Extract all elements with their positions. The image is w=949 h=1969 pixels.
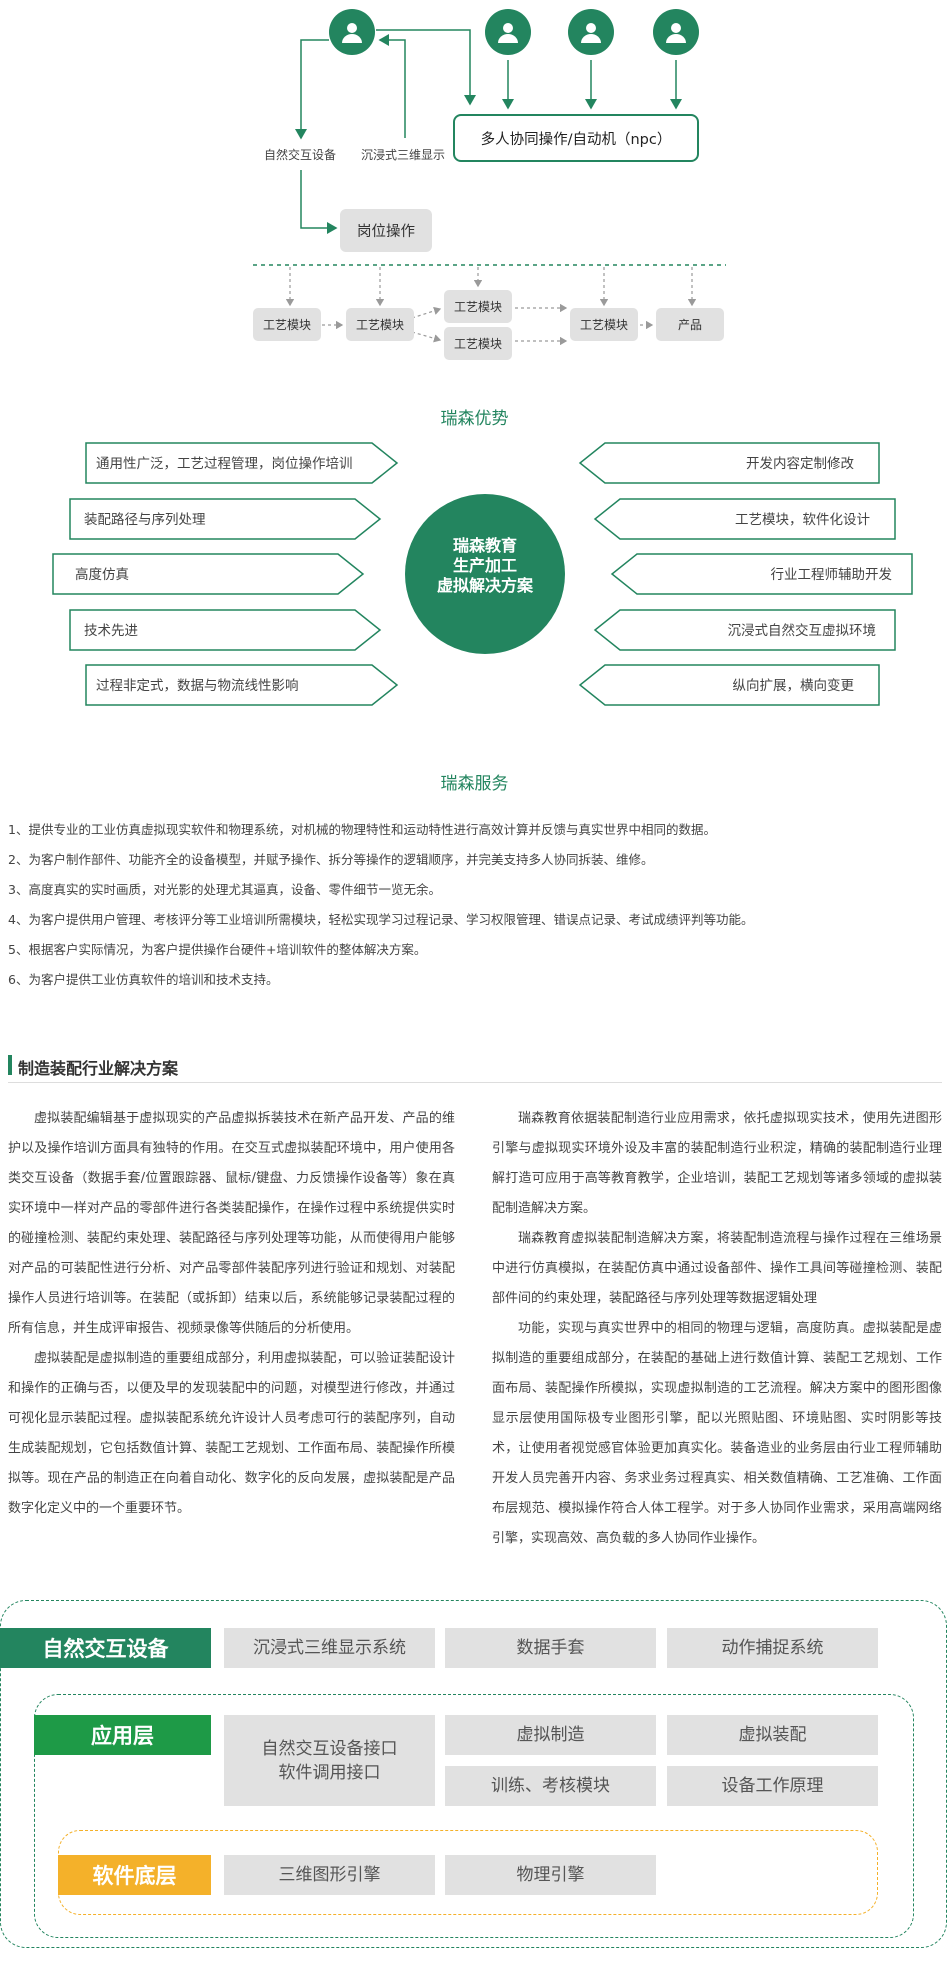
process-module-3a: 工艺模块 (444, 290, 512, 323)
advantage-left-1: 通用性广泛，工艺过程管理，岗位操作培训 (96, 456, 353, 472)
solution-right-para-2: 瑞森教育虚拟装配制造解决方案，将装配制造流程与操作过程在三维场景中进行仿真模拟，… (492, 1231, 942, 1306)
process-module-1: 工艺模块 (253, 308, 321, 341)
layer-application-label: 应用层 (34, 1715, 211, 1755)
center-line-2: 生产加工 (452, 556, 517, 575)
user-avatar-icon (329, 9, 375, 55)
layer3-item-1: 三维图形引擎 (224, 1855, 435, 1895)
multi-user-label: 多人协同操作/自动机（npc） (480, 131, 672, 148)
architecture-outer-frame (0, 1600, 947, 1948)
advantage-right-2: 工艺模块，软件化设计 (735, 512, 870, 528)
solution-left-column: 虚拟装配编辑基于虚拟现实的产品虚拟拆装技术在新产品开发、产品的维护以及操作培训方… (8, 1104, 455, 1524)
layer1-item-2: 数据手套 (445, 1628, 656, 1668)
service-item-1: 1、提供专业的工业仿真虚拟现实软件和物理系统，对机械的物理特性和运动特性进行高效… (8, 822, 716, 837)
process-module-3b: 工艺模块 (444, 327, 512, 360)
layer3-item-2: 物理引擎 (445, 1855, 656, 1895)
user-avatar-icon (653, 9, 699, 55)
service-item-5: 5、根据客户实际情况，为客户提供操作台硬件+培训软件的整体解决方案。 (8, 942, 427, 957)
flow-connectors (253, 29, 726, 346)
multi-user-box: 多人协同操作/自动机（npc） (453, 114, 699, 162)
interface-line-1: 自然交互设备接口 (261, 1738, 398, 1759)
advantage-left-5: 过程非定式，数据与物流线性影响 (96, 678, 299, 694)
process-module-2: 工艺模块 (346, 308, 414, 341)
user-avatar-icon (568, 9, 614, 55)
solution-title-bar (8, 1055, 12, 1075)
service-item-6: 6、为客户提供工业仿真软件的培训和技术支持。 (8, 972, 279, 987)
solution-divider (8, 1082, 942, 1083)
service-item-4: 4、为客户提供用户管理、考核评分等工业培训所需模块，轻松实现学习过程记录、学习权… (8, 912, 754, 927)
layer2-item-2: 虚拟装配 (667, 1715, 878, 1755)
solution-title: 制造装配行业解决方案 (18, 1059, 179, 1078)
solution-right-para-1: 瑞森教育依据装配制造行业应用需求，依托虚拟现实技术，使用先进图形引擎与虚拟现实环… (492, 1111, 942, 1216)
layer2-item-3: 训练、考核模块 (445, 1766, 656, 1806)
architecture-middle-frame (34, 1694, 914, 1938)
service-item-3: 3、高度真实的实时画质，对光影的处理尤其逼真，设备、零件细节一览无余。 (8, 882, 441, 897)
advantages-title: 瑞森优势 (440, 409, 509, 429)
natural-device-label: 自然交互设备 (264, 148, 337, 162)
center-line-3: 虚拟解决方案 (436, 576, 533, 595)
layer2-interface-box: 自然交互设备接口 软件调用接口 (224, 1715, 435, 1806)
advantage-left-2: 装配路径与序列处理 (84, 512, 206, 528)
layer-software-base-label: 软件底层 (58, 1855, 211, 1895)
advantage-right-4: 沉浸式自然交互虚拟环境 (727, 623, 877, 639)
advantage-left-4: 技术先进 (84, 623, 138, 639)
advantage-right-3: 行业工程师辅助开发 (770, 567, 893, 583)
immersive-display-label: 沉浸式三维显示 (361, 148, 446, 162)
interface-line-2: 软件调用接口 (278, 1762, 381, 1783)
layer2-item-1: 虚拟制造 (445, 1715, 656, 1755)
product-box: 产品 (656, 308, 724, 341)
user-avatar-icon (485, 9, 531, 55)
layer2-item-4: 设备工作原理 (667, 1766, 878, 1806)
service-item-2: 2、为客户制作部件、功能齐全的设备模型，并赋予操作、拆分等操作的逻辑顺序，并完美… (8, 852, 654, 867)
solution-left-para-2: 虚拟装配是虚拟制造的重要组成部分，利用虚拟装配，可以验证装配设计和操作的正确与否… (8, 1351, 455, 1516)
post-operation-box: 岗位操作 (340, 209, 432, 252)
layer1-item-1: 沉浸式三维显示系统 (224, 1628, 435, 1668)
process-module-4: 工艺模块 (570, 308, 638, 341)
services-title: 瑞森服务 (440, 774, 509, 794)
layer-natural-interaction-label: 自然交互设备 (0, 1628, 211, 1668)
advantages-shapes (52, 442, 913, 706)
advantage-right-1: 开发内容定制修改 (746, 456, 854, 472)
center-line-1: 瑞森教育 (452, 536, 517, 555)
advantages-center-text: 瑞森教育 生产加工 虚拟解决方案 (405, 536, 565, 596)
layer1-item-3: 动作捕捉系统 (667, 1628, 878, 1668)
solution-left-para-1: 虚拟装配编辑基于虚拟现实的产品虚拟拆装技术在新产品开发、产品的维护以及操作培训方… (8, 1111, 455, 1336)
solution-right-para-3: 功能，实现与真实世界中的相同的物理与逻辑，高度防真。虚拟装配是虚拟制造的重要组成… (492, 1321, 942, 1546)
advantage-left-3: 高度仿真 (75, 567, 129, 583)
solution-right-column: 瑞森教育依据装配制造行业应用需求，依托虚拟现实技术，使用先进图形引擎与虚拟现实环… (492, 1104, 942, 1554)
advantage-right-5: 纵向扩展，横向变更 (732, 678, 855, 694)
